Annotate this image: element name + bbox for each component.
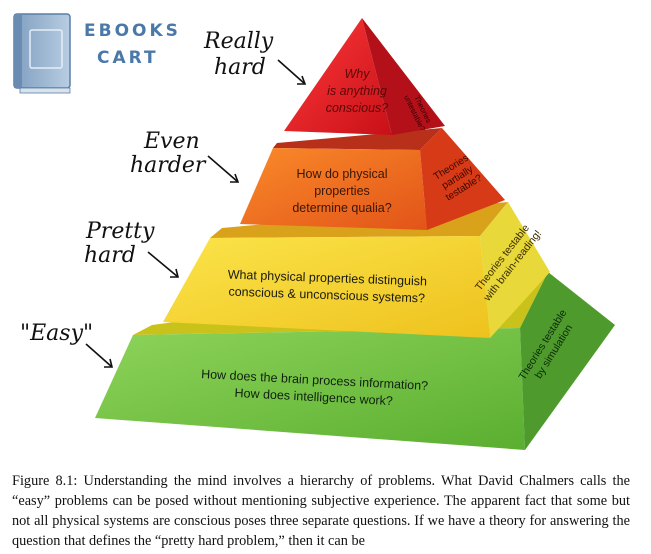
book-icon (13, 13, 71, 94)
label-arrows (85, 59, 307, 368)
logo-line2: CART (97, 48, 159, 68)
figure-caption: Figure 8.1: Understanding the mind invol… (12, 473, 630, 549)
question-pretty-hard: What physical properties distinguishcons… (227, 268, 427, 306)
label-easy: "Easy" (20, 321, 93, 346)
logo-line1: EBOOKS (84, 21, 181, 41)
level-really-hard-layer (284, 18, 445, 135)
